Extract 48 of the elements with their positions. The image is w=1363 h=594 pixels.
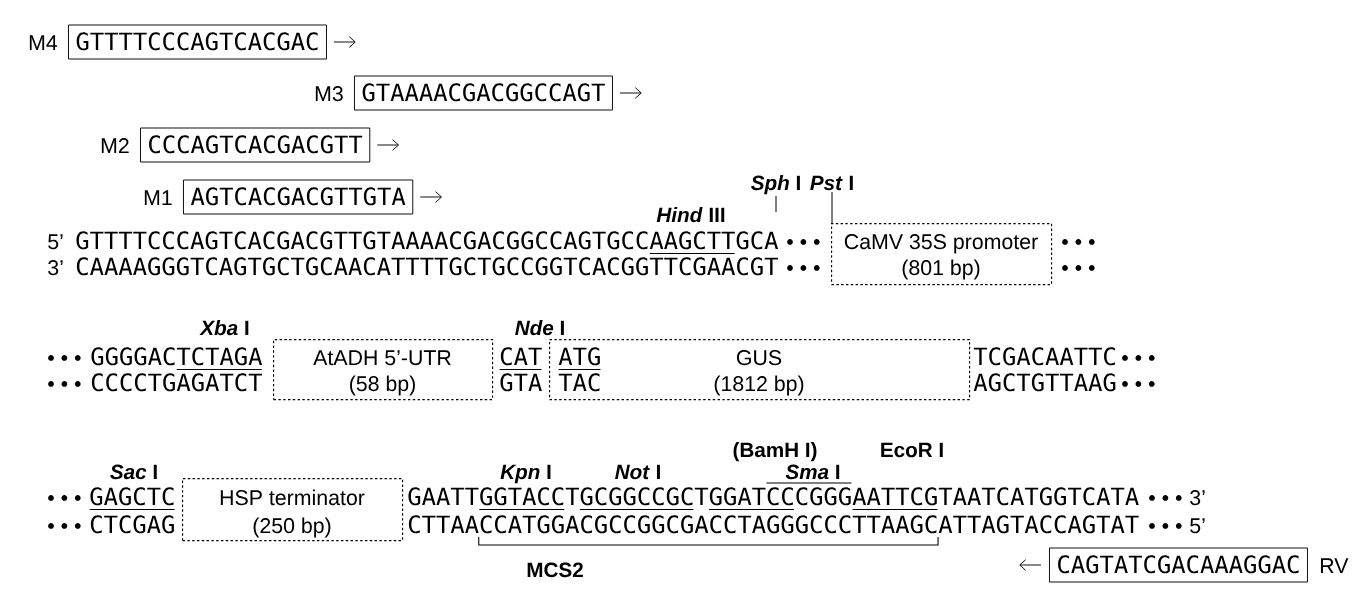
primer-box: AGTCACGACGTTGTA xyxy=(183,179,414,215)
sequence-text: CTTAACCATGGACGCCGGCGACCTAGGGCCCTTAAGCATTAGTACCAGTAT xyxy=(408,515,1139,534)
sequence-text: GAGCTC xyxy=(89,487,176,511)
end-label: 5’ xyxy=(48,234,63,250)
primer-name: M4 xyxy=(29,35,58,50)
ellipsis-dots: • • • xyxy=(1122,381,1155,387)
leader-line xyxy=(775,195,777,213)
sequence-text: TCGACAATTC xyxy=(973,347,1115,366)
leader-line xyxy=(831,191,833,224)
dashed-box: ATG GUS TAC (1812 bp) xyxy=(549,339,971,401)
enzyme-label: Sph I xyxy=(751,175,800,195)
primer-box: CAGTATCGACAAAGGAC xyxy=(1049,547,1308,583)
enzyme-label: Xba I xyxy=(199,320,249,336)
primer-box: CCCAGTCACGACGTT xyxy=(140,127,371,163)
ellipsis-dots: • • • xyxy=(1122,355,1155,361)
enzyme-label: Kpn I xyxy=(500,464,551,484)
enzyme-label: Pst I xyxy=(810,175,853,191)
end-label: 3’ xyxy=(1190,490,1205,506)
enzyme-label: (BamH I) xyxy=(733,442,817,462)
sequence-text: GTA xyxy=(500,373,542,392)
primer-name: M2 xyxy=(101,138,129,153)
primer-name: M3 xyxy=(315,86,343,102)
ellipsis-dots: • • • xyxy=(48,495,81,501)
sequence-text: CAT xyxy=(499,347,543,371)
sequence-text: GAATTGGTACCTGCGGCCGCTGGATCCCGGGAATTCGTAATCATGGTCATA xyxy=(408,487,1139,511)
dashed-box: HSP terminator (250 bp) xyxy=(182,478,404,542)
end-label: 3’ xyxy=(48,260,63,276)
ellipsis-dots: • • • xyxy=(48,523,81,529)
sequence-text: GTTTTCCCAGTCACGACGTTGTAAAACGACGGCCAGTGCCAAGCTTGCA xyxy=(76,231,779,255)
enzyme-label: Nde I xyxy=(515,320,564,336)
ellipsis-dots: • • • xyxy=(48,381,81,387)
ellipsis-dots: • • • xyxy=(48,355,81,361)
enzyme-label: EcoR I xyxy=(881,442,943,458)
enzyme-label: Sac I xyxy=(110,464,157,480)
region-label: MCS2 xyxy=(527,562,583,578)
primer-name: M1 xyxy=(144,190,172,205)
dashed-box: CaMV 35S promoter (801 bp) xyxy=(831,223,1053,286)
enzyme-label: Not I xyxy=(615,464,660,480)
primer-name: RV xyxy=(1320,558,1349,573)
ellipsis-dots: • • • xyxy=(1149,495,1182,501)
sequence-text: GGGGACTCTAGA xyxy=(91,347,263,371)
dashed-box: AtADH 5’-UTR (58 bp) xyxy=(273,339,494,401)
primer-box: GTAAAACGACGGCCAGT xyxy=(354,75,613,111)
ellipsis-dots: • • • xyxy=(787,239,820,245)
sequence-text: CAAAAGGGTCAGTGCTGCAACATTTTGCTGCCGGTCACGGTTCGAACGT xyxy=(76,257,778,276)
primer-box: GTTTTCCCAGTCACGAC xyxy=(68,24,327,60)
enzyme-label: Sma I xyxy=(765,464,852,484)
enzyme-label: Hind III xyxy=(656,207,725,223)
